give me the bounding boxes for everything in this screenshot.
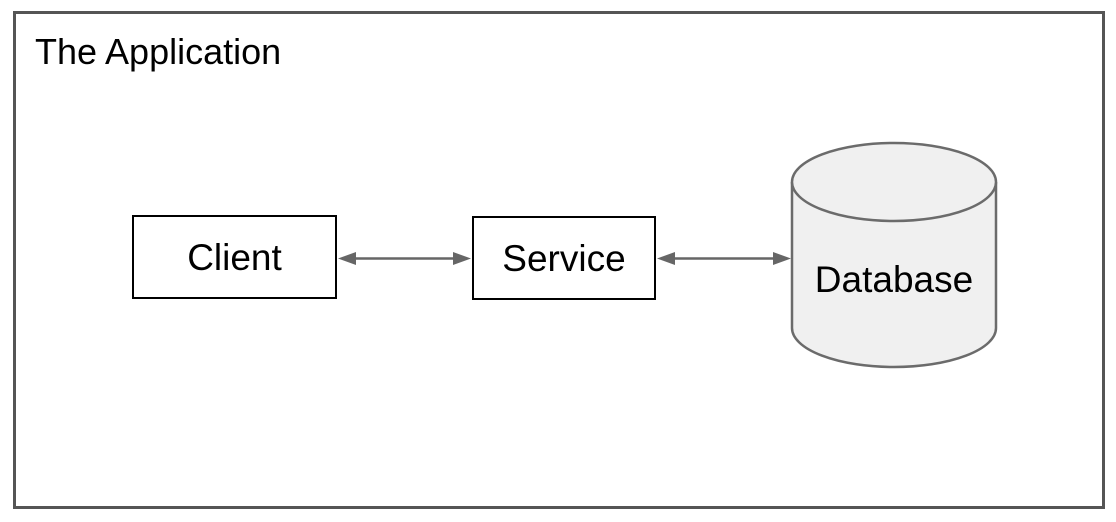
arrowhead-left-icon <box>657 252 675 265</box>
arrowhead-right-icon <box>453 252 471 265</box>
arrowhead-left-icon <box>338 252 356 265</box>
database-node-label: Database <box>814 258 974 300</box>
database-node: Database <box>789 258 999 300</box>
diagram-title: The Application <box>35 31 282 72</box>
cylinder-top <box>790 141 998 223</box>
service-database-arrow <box>657 252 791 265</box>
client-node: Client <box>132 215 337 299</box>
database-cylinder-icon <box>790 141 998 369</box>
application-boundary <box>13 11 1105 509</box>
client-node-label: Client <box>187 236 282 278</box>
cylinder-body <box>790 182 998 369</box>
arrowhead-right-icon <box>773 252 791 265</box>
service-node-label: Service <box>502 237 626 279</box>
client-service-arrow <box>338 252 471 265</box>
service-node: Service <box>472 216 656 300</box>
